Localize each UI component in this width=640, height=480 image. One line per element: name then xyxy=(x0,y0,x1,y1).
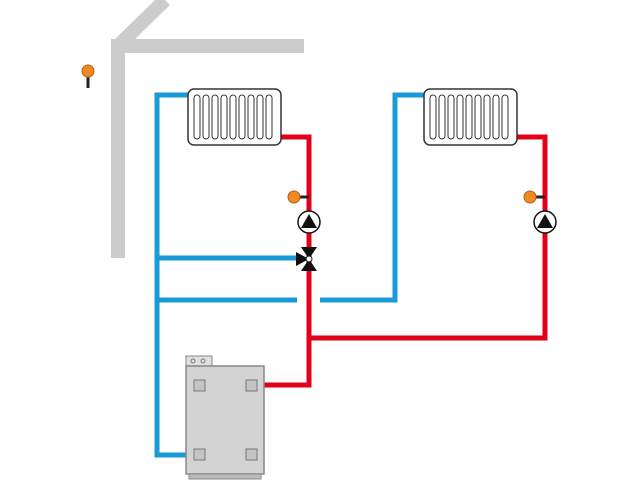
return-pipe-main xyxy=(154,92,190,458)
temperature-sensor-icon xyxy=(287,190,301,204)
pump-arrow xyxy=(537,214,553,228)
outdoor-sensor xyxy=(81,64,95,88)
boiler-supply-port xyxy=(245,379,258,392)
pump-right xyxy=(533,210,557,234)
roof-slope xyxy=(113,0,170,52)
boiler-port xyxy=(245,448,258,461)
temperature-sensor-icon xyxy=(81,64,95,78)
radiator-left xyxy=(187,88,282,146)
boiler-top-panel xyxy=(185,355,213,367)
valve-left-triangle xyxy=(296,252,309,266)
radiator-fins xyxy=(429,94,509,140)
return-pipes xyxy=(154,92,428,458)
temperature-sensor-icon xyxy=(523,190,537,204)
boiler-return-port xyxy=(193,448,206,461)
building-wall xyxy=(111,0,304,258)
radiator-icon xyxy=(423,88,518,146)
radiator-fins xyxy=(193,94,273,140)
valve-bottom-triangle xyxy=(301,259,317,271)
boiler xyxy=(185,355,265,480)
radiator-right xyxy=(423,88,518,146)
supply-sensor-left xyxy=(287,190,309,204)
valve-top-triangle xyxy=(301,247,317,259)
boiler-base xyxy=(188,473,262,480)
pump-left xyxy=(297,210,321,234)
pump-arrow xyxy=(301,214,317,228)
return-pipe-right-circuit xyxy=(320,92,428,303)
boiler-port xyxy=(193,379,206,392)
supply-pipe-right-circuit xyxy=(309,134,548,341)
supply-sensor-right xyxy=(523,190,545,204)
radiator-icon xyxy=(187,88,282,146)
mixing-valve xyxy=(296,247,317,271)
three-way-mixing-valve-icon xyxy=(305,255,313,263)
